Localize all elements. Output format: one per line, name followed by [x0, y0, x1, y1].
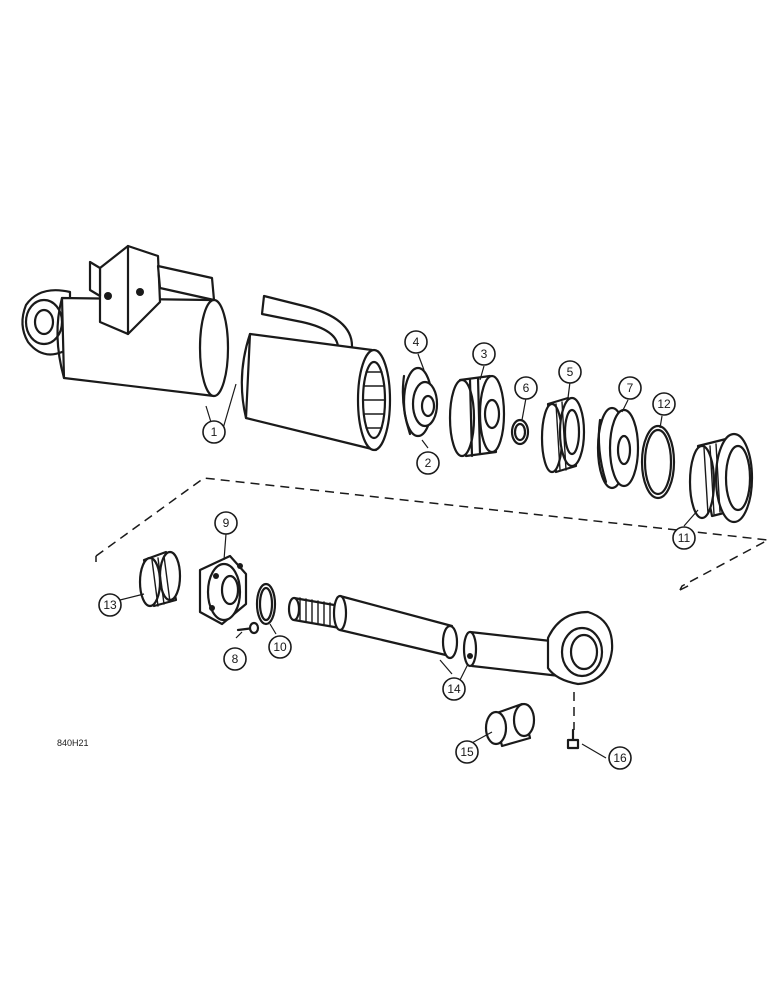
callout-15: 15 — [455, 740, 479, 764]
piston-rod — [287, 594, 614, 686]
callout-16: 16 — [608, 746, 632, 770]
callout-13: 13 — [98, 593, 122, 617]
assembly-group-frame — [95, 477, 771, 591]
figure-reference: 840H21 — [57, 738, 89, 748]
callout-9: 9 — [214, 511, 238, 535]
svg-text:8: 8 — [232, 652, 239, 666]
svg-text:5: 5 — [567, 365, 574, 379]
svg-text:12: 12 — [657, 397, 671, 411]
svg-text:16: 16 — [613, 751, 627, 765]
retainer — [198, 554, 248, 626]
svg-text:4: 4 — [413, 335, 420, 349]
piston — [448, 374, 506, 458]
svg-text:10: 10 — [273, 640, 287, 654]
callout-4: 4 — [404, 330, 428, 354]
svg-text:14: 14 — [447, 682, 461, 696]
piston-nut — [401, 366, 439, 438]
grease-fitting — [566, 692, 580, 750]
piston-seal — [540, 396, 586, 474]
callout-7: 7 — [618, 376, 642, 400]
callout-11: 11 — [672, 526, 696, 550]
callout-6: 6 — [514, 376, 538, 400]
svg-text:2: 2 — [425, 456, 432, 470]
o-ring-large — [640, 424, 676, 500]
callout-14: 14 — [442, 677, 466, 701]
backup-ring — [596, 406, 640, 490]
svg-text:9: 9 — [223, 516, 230, 530]
svg-text:3: 3 — [481, 347, 488, 361]
screw — [236, 621, 260, 635]
svg-text:7: 7 — [627, 381, 634, 395]
bushing — [484, 702, 536, 748]
callout-3: 3 — [472, 342, 496, 366]
rod-wiper — [138, 550, 182, 608]
svg-text:11: 11 — [678, 531, 691, 545]
svg-text:6: 6 — [523, 381, 530, 395]
callout-12: 12 — [652, 392, 676, 416]
callout-2: 2 — [416, 451, 440, 475]
callout-10: 10 — [268, 635, 292, 659]
svg-text:15: 15 — [460, 745, 474, 759]
callout-5: 5 — [558, 360, 582, 384]
callout-8: 8 — [223, 647, 247, 671]
o-ring-small — [510, 418, 530, 446]
o-ring-rod — [255, 582, 277, 626]
svg-text:1: 1 — [211, 425, 218, 439]
callout-1: 1 — [202, 420, 226, 444]
gland — [688, 432, 754, 524]
svg-text:13: 13 — [103, 598, 117, 612]
cylinder-barrel — [21, 244, 392, 452]
